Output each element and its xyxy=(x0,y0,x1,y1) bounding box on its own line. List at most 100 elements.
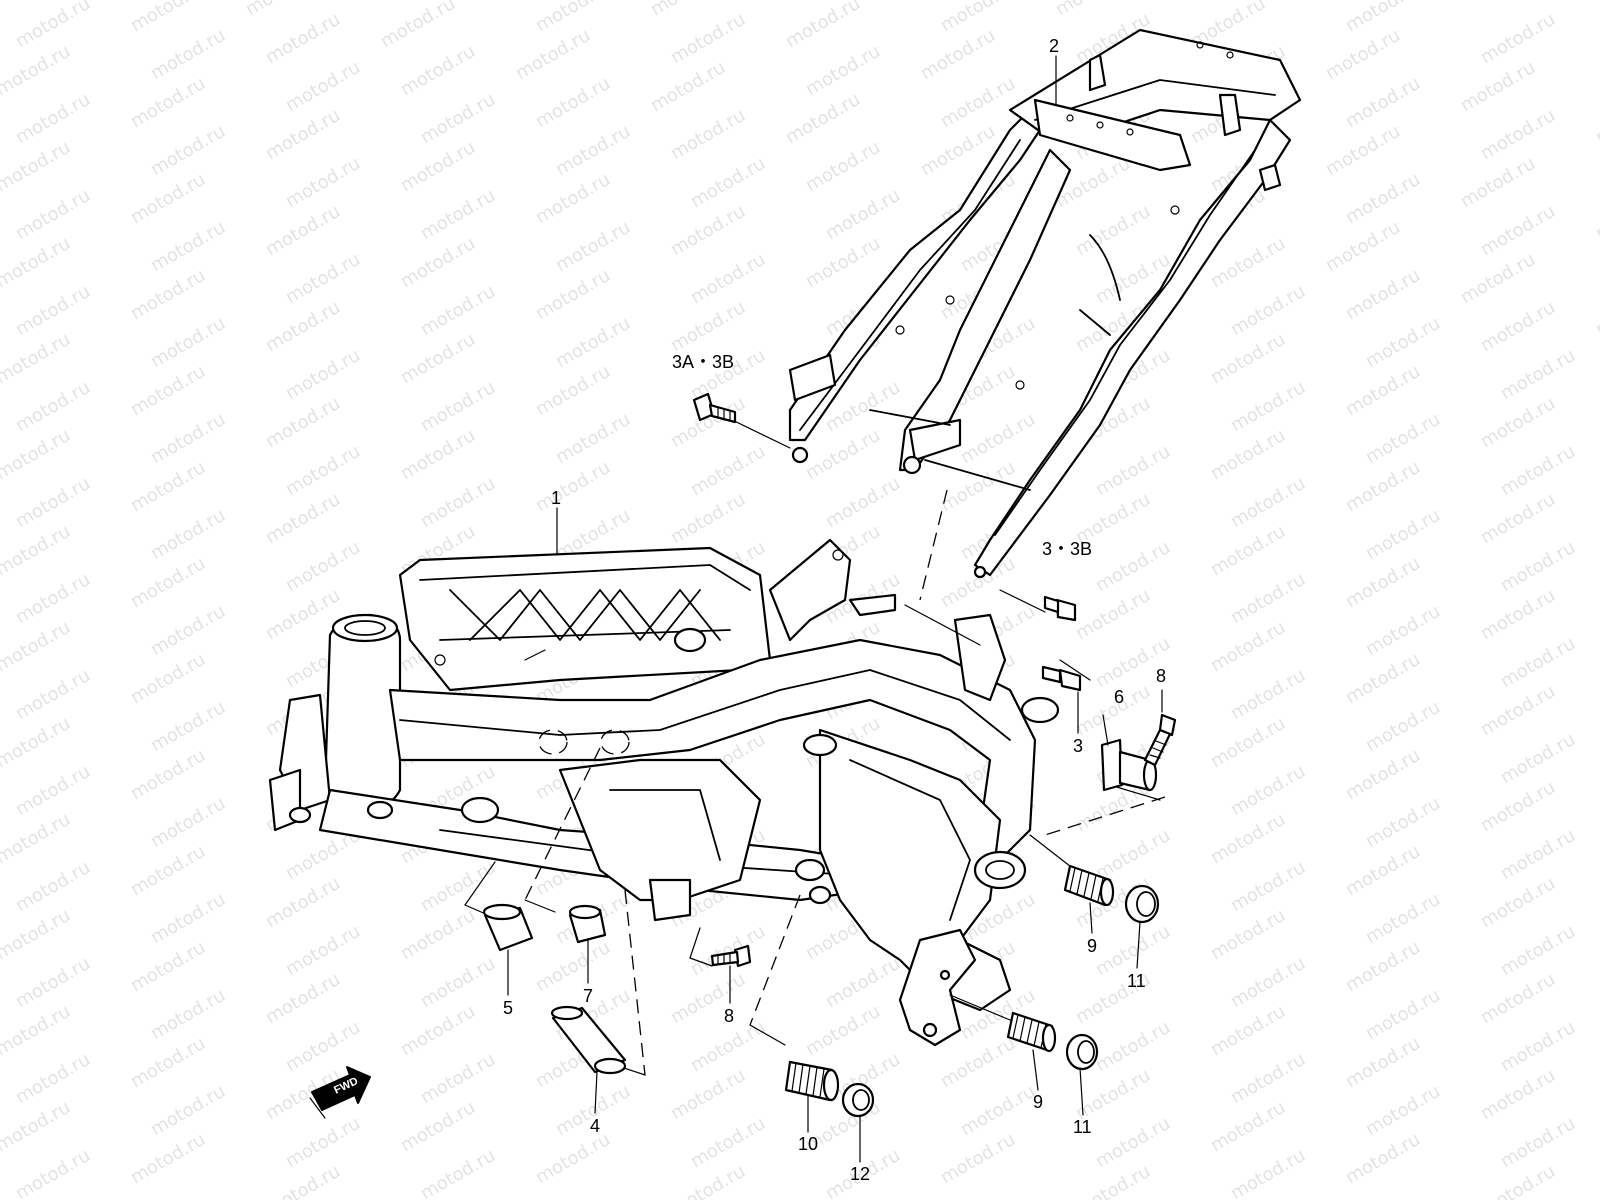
watermark-text: motod.ru xyxy=(1362,985,1444,1044)
watermark-text: motod.ru xyxy=(1207,1001,1289,1060)
watermark-text: motod.ru xyxy=(667,9,749,68)
watermark-text: motod.ru xyxy=(802,1001,884,1060)
watermark-text: motod.ru xyxy=(1052,0,1134,20)
part-labels: 1 2 3A・3B 3・3B 3 4 5 6 7 8 8 9 9 10 11 1… xyxy=(503,36,1166,1184)
watermark-text: motod.ru xyxy=(127,265,209,324)
watermark-text: motod.ru xyxy=(1477,681,1559,740)
watermark-text: motod.ru xyxy=(282,441,364,500)
watermark-text: motod.ru xyxy=(0,41,74,100)
watermark-text: motod.ru xyxy=(687,153,769,212)
watermark-text: motod.ru xyxy=(1362,505,1444,564)
watermark-text: motod.ru xyxy=(937,457,1019,516)
watermark-text: motod.ru xyxy=(512,25,594,84)
watermark-text: motod.ru xyxy=(262,297,344,356)
watermark-text: motod.ru xyxy=(397,905,479,964)
watermark-text: motod.ru xyxy=(282,537,364,596)
watermark-text: motod.ru xyxy=(147,217,229,276)
watermark-text: motod.ru xyxy=(417,1049,499,1108)
watermark-text: motod.ru xyxy=(417,473,499,532)
watermark-text: motod.ru xyxy=(0,617,74,676)
watermark-text: motod.ru xyxy=(1362,409,1444,468)
watermark-text: motod.ru xyxy=(1227,953,1309,1012)
watermark-text: motod.ru xyxy=(802,137,884,196)
watermark-text: motod.ru xyxy=(1497,1017,1579,1076)
nut-11-lower xyxy=(1065,1033,1099,1071)
watermark-text: motod.ru xyxy=(1092,1113,1174,1172)
watermark-text: motod.ru xyxy=(1497,729,1579,788)
watermark-text: motod.ru xyxy=(1342,169,1424,228)
watermark-text: motod.ru xyxy=(1092,825,1174,884)
watermark-text: motod.ru xyxy=(822,473,904,532)
watermark-text: motod.ru xyxy=(147,793,229,852)
watermark-text: motod.ru xyxy=(1362,601,1444,660)
watermark-text: motod.ru xyxy=(12,761,94,820)
watermark-text: motod.ru xyxy=(1592,185,1600,244)
watermark-text: motod.ru xyxy=(1092,537,1174,596)
bushing-6 xyxy=(1100,738,1158,792)
watermark-text: motod.ru xyxy=(1092,1017,1174,1076)
watermark-text: motod.ru xyxy=(12,473,94,532)
watermark-text: motod.ru xyxy=(1457,153,1539,212)
watermark-text: motod.ru xyxy=(1362,313,1444,372)
watermark-text: motod.ru xyxy=(1497,345,1579,404)
spacer-4 xyxy=(550,1005,627,1075)
watermark-text: motod.ru xyxy=(1227,857,1309,916)
callout-leaders xyxy=(507,689,1163,1163)
fwd-arrow-badge: FWD xyxy=(309,1066,371,1119)
watermark-text: motod.ru xyxy=(1227,281,1309,340)
adjuster-9-lower xyxy=(1006,1011,1057,1053)
watermark-text: motod.ru xyxy=(667,1065,749,1124)
watermark-text: motod.ru xyxy=(1457,249,1539,308)
hidden-bosses xyxy=(538,729,630,755)
watermark-text: motod.ru xyxy=(687,441,769,500)
watermark-text: motod.ru xyxy=(0,137,74,196)
nut-11-upper xyxy=(1124,884,1160,924)
watermark-text: motod.ru xyxy=(1322,121,1404,180)
watermark-text: motod.ru xyxy=(282,921,364,980)
watermark-text: motod.ru xyxy=(147,25,229,84)
watermark-text: motod.ru xyxy=(937,73,1019,132)
adjuster-9-upper xyxy=(1063,864,1115,907)
watermark-text: motod.ru xyxy=(802,425,884,484)
watermark-text: motod.ru xyxy=(12,569,94,628)
watermark-text: motod.ru xyxy=(127,1129,209,1188)
watermark-text: motod.ru xyxy=(1477,585,1559,644)
nut-12 xyxy=(841,1082,875,1118)
watermark-text: motod.ru xyxy=(1207,425,1289,484)
watermark-text: motod.ru xyxy=(1477,1065,1559,1124)
watermark-text: motod.ru xyxy=(1342,265,1424,324)
watermark-text: motod.ru xyxy=(667,201,749,260)
label-part-8-upper: 8 xyxy=(1156,666,1166,686)
watermark-text: motod.ru xyxy=(1342,841,1424,900)
watermark-text: motod.ru xyxy=(532,457,614,516)
watermark-text: motod.ru xyxy=(282,153,364,212)
rear-subframe xyxy=(788,28,1302,579)
watermark-text: motod.ru xyxy=(127,0,209,36)
label-part-3a-3b: 3A・3B xyxy=(672,352,734,372)
watermark-text: motod.ru xyxy=(1227,377,1309,436)
label-part-10: 10 xyxy=(798,1134,818,1154)
watermark-text: motod.ru xyxy=(127,73,209,132)
watermark-text: motod.ru xyxy=(417,281,499,340)
watermark-text: motod.ru xyxy=(397,1001,479,1060)
label-part-3-3b: 3・3B xyxy=(1042,539,1092,559)
watermark-text: motod.ru xyxy=(1362,697,1444,756)
label-part-11-lower: 11 xyxy=(1073,1117,1092,1137)
watermark-text: motod.ru xyxy=(1592,89,1600,148)
watermark-text: motod.ru xyxy=(1227,569,1309,628)
watermark-text: motod.ru xyxy=(1342,937,1424,996)
watermark-text: motod.ru xyxy=(417,953,499,1012)
watermark-text: motod.ru xyxy=(147,121,229,180)
watermark-text: motod.ru xyxy=(417,185,499,244)
watermark-text: motod.ru xyxy=(262,969,344,1028)
watermark-text: motod.ru xyxy=(127,1033,209,1092)
watermark-text: motod.ru xyxy=(1497,537,1579,596)
label-part-6: 6 xyxy=(1114,687,1124,707)
watermark-text: motod.ru xyxy=(12,1049,94,1108)
watermark-text: motod.ru xyxy=(1207,617,1289,676)
watermark-text: motod.ru xyxy=(782,0,864,52)
watermark-text: motod.ru xyxy=(552,217,634,276)
watermark-text: motod.ru xyxy=(147,409,229,468)
watermark-text: motod.ru xyxy=(242,0,324,20)
